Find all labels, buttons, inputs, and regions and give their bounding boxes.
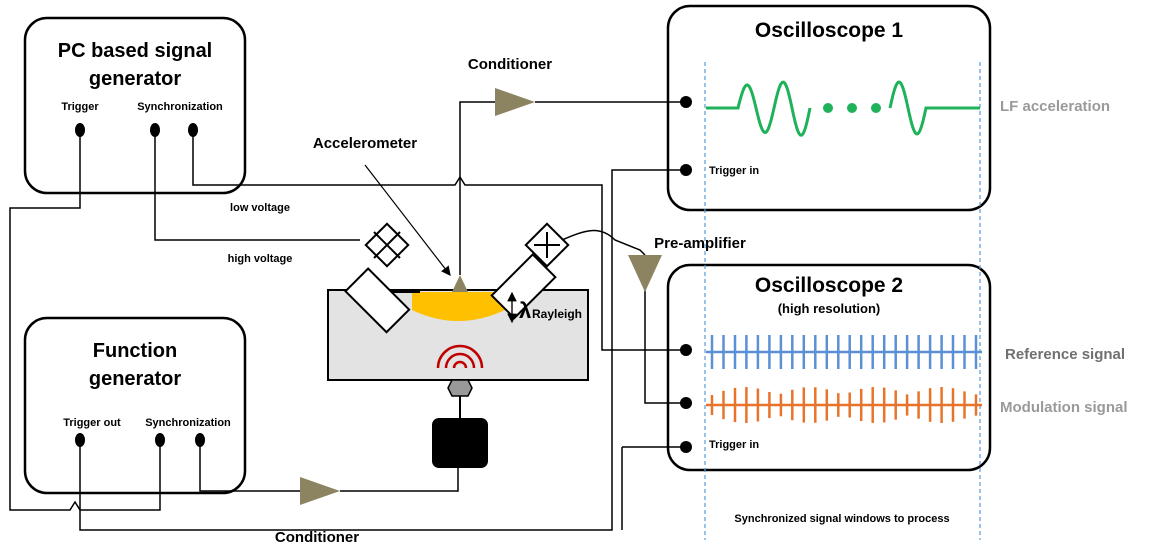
- oscilloscope-1-trigger-in-label: Trigger in: [709, 165, 759, 177]
- pre-amplifier-icon: [628, 255, 662, 292]
- function-generator-title-line2: generator: [89, 368, 181, 390]
- pc-generator-title-line2: generator: [89, 68, 181, 90]
- pre-amplifier-label: Pre-amplifier: [654, 235, 746, 252]
- pc-generator-title-line1: PC based signal: [58, 40, 213, 62]
- right-transducer: [490, 222, 570, 320]
- sync-windows-label: Synchronized signal windows to process: [734, 513, 949, 525]
- lf-wave-segment: [706, 80, 812, 137]
- reference-signal-trace: [706, 335, 982, 369]
- conditioner-bottom-amplifier-icon: [300, 477, 340, 505]
- function-generator-box: Function generator Trigger out Synchroni…: [23, 316, 247, 495]
- lf-wave-ellipsis-dot: [871, 103, 881, 113]
- reference-signal-label: Reference signal: [1005, 346, 1125, 363]
- function-generator-trigger-out-label: Trigger out: [63, 417, 121, 429]
- conditioner-bottom-label: Conditioner: [275, 529, 359, 546]
- wires: [9, 101, 685, 531]
- lambda-symbol: λ: [519, 298, 531, 323]
- oscilloscope-2-title: Oscilloscope 2: [755, 274, 903, 297]
- modulation-signal-label: Modulation signal: [1000, 399, 1128, 416]
- conditioner-top-amplifier-icon: [495, 88, 535, 116]
- high-voltage-label: high voltage: [228, 253, 293, 265]
- pc-generator-sync-label: Synchronization: [137, 101, 223, 113]
- transducer-zone: [412, 292, 505, 321]
- lf-wave-ellipsis-dot: [847, 103, 857, 113]
- lambda-subscript: Rayleigh: [532, 307, 582, 321]
- stinger-hex-icon: [447, 379, 473, 397]
- pc-generator-trigger-label: Trigger: [61, 101, 99, 113]
- oscilloscope-2-subtitle: (high resolution): [778, 301, 881, 316]
- function-generator-sync-label: Synchronization: [145, 417, 231, 429]
- lf-wave-segment: [888, 80, 980, 136]
- accelerometer-label: Accelerometer: [313, 135, 417, 152]
- lf-acceleration-label: LF acceleration: [1000, 98, 1110, 115]
- conditioner-top-label: Conditioner: [468, 56, 552, 73]
- accelerometer-sensor-icon: [452, 275, 468, 292]
- function-generator-title-line1: Function: [93, 340, 177, 362]
- shaker-waves-icon: [436, 344, 484, 369]
- lf-acceleration-waveform: [706, 80, 980, 137]
- shaker-icon: [432, 418, 488, 468]
- accelerometer-pointer: [364, 164, 451, 276]
- oscilloscope-1-title: Oscilloscope 1: [755, 19, 904, 42]
- low-voltage-label: low voltage: [230, 202, 290, 214]
- oscilloscope-2-trigger-in-label: Trigger in: [709, 439, 759, 451]
- oscilloscope-2-box: Oscilloscope 2 (high resolution) Trigger…: [666, 263, 992, 472]
- lf-wave-ellipsis-dot: [823, 103, 833, 113]
- modulation-signal-trace: [706, 387, 982, 423]
- left-transducer: [344, 222, 411, 334]
- ports: [75, 96, 692, 453]
- pc-signal-generator-box: PC based signal generator Trigger Synchr…: [23, 16, 247, 195]
